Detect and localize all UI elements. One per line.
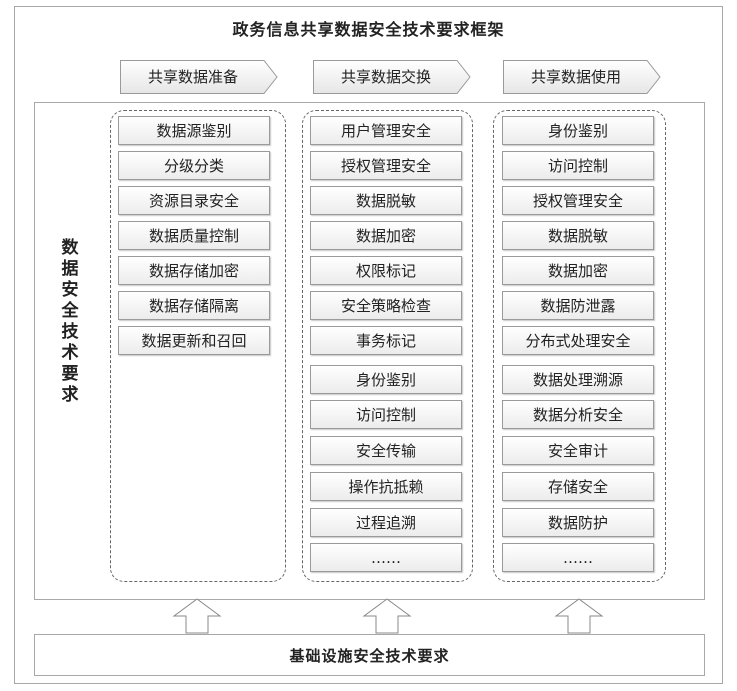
list-item: 数据防护 — [502, 508, 654, 537]
list-item: 身份鉴别 — [502, 116, 654, 145]
side-label-char: 安 — [61, 280, 79, 300]
side-label-char: 技 — [61, 322, 79, 342]
list-item: 访问控制 — [310, 400, 462, 429]
list-item: 数据存储隔离 — [118, 291, 270, 320]
side-label-char: 要 — [61, 364, 79, 384]
list-item: 数据存储加密 — [118, 256, 270, 285]
side-label-data-security-requirements: 数 据 安 全 技 术 要 求 — [60, 238, 80, 406]
side-label-char: 全 — [61, 301, 79, 321]
list-item: 分级分类 — [118, 151, 270, 180]
list-item: 数据更新和召回 — [118, 326, 270, 355]
list-item: 安全传输 — [310, 436, 462, 465]
side-label-char: 数 — [61, 238, 79, 258]
column-use — [493, 110, 666, 582]
list-item: 数据脱敏 — [502, 221, 654, 250]
list-item: 安全策略检查 — [310, 291, 462, 320]
list-item: 数据加密 — [502, 256, 654, 285]
list-item: …… — [310, 543, 462, 572]
security-requirements-panel — [34, 102, 705, 600]
list-item: 安全审计 — [502, 436, 654, 465]
stage-arrow-use: 共享数据使用 — [503, 60, 661, 94]
up-arrow-icon — [172, 598, 222, 634]
list-item: 分布式处理安全 — [502, 326, 654, 355]
stage-arrow-exchange: 共享数据交换 — [313, 60, 471, 94]
list-item: 数据质量控制 — [118, 221, 270, 250]
list-item: 数据源鉴别 — [118, 116, 270, 145]
diagram-title: 政务信息共享数据安全技术要求框架 — [232, 20, 505, 39]
infrastructure-requirements-box: 基础设施安全技术要求 — [34, 634, 705, 676]
list-item: 数据防泄露 — [502, 291, 654, 320]
stage-arrow-shape — [313, 60, 471, 94]
list-item: 存储安全 — [502, 472, 654, 501]
side-label-char: 据 — [61, 259, 79, 279]
list-item: …… — [502, 543, 654, 572]
list-item: 访问控制 — [502, 151, 654, 180]
side-label-char: 求 — [61, 385, 79, 405]
list-item: 用户管理安全 — [310, 116, 462, 145]
diagram-frame — [14, 6, 723, 684]
list-item: 权限标记 — [310, 256, 462, 285]
stage-arrow-shape — [503, 60, 661, 94]
list-item: 数据处理溯源 — [502, 365, 654, 394]
list-item: 过程追溯 — [310, 508, 462, 537]
side-label-char: 术 — [61, 343, 79, 363]
stage-label: 共享数据交换 — [340, 68, 431, 86]
up-arrow-icon — [362, 598, 412, 634]
stage-label: 共享数据使用 — [530, 68, 621, 86]
list-item: 授权管理安全 — [310, 151, 462, 180]
list-item: 授权管理安全 — [502, 186, 654, 215]
stage-arrow-shape — [120, 60, 278, 94]
list-item: 资源目录安全 — [118, 186, 270, 215]
column-exchange — [302, 110, 473, 582]
list-item: 数据加密 — [310, 221, 462, 250]
list-item: 数据分析安全 — [502, 400, 654, 429]
up-arrow-icon — [554, 598, 604, 634]
stage-label: 共享数据准备 — [147, 68, 238, 86]
list-item: 身份鉴别 — [310, 365, 462, 394]
list-item: 操作抗抵赖 — [310, 472, 462, 501]
stage-arrow-prepare: 共享数据准备 — [120, 60, 278, 94]
list-item: 数据脱敏 — [310, 186, 462, 215]
list-item: 事务标记 — [310, 326, 462, 355]
column-prepare — [110, 110, 286, 582]
